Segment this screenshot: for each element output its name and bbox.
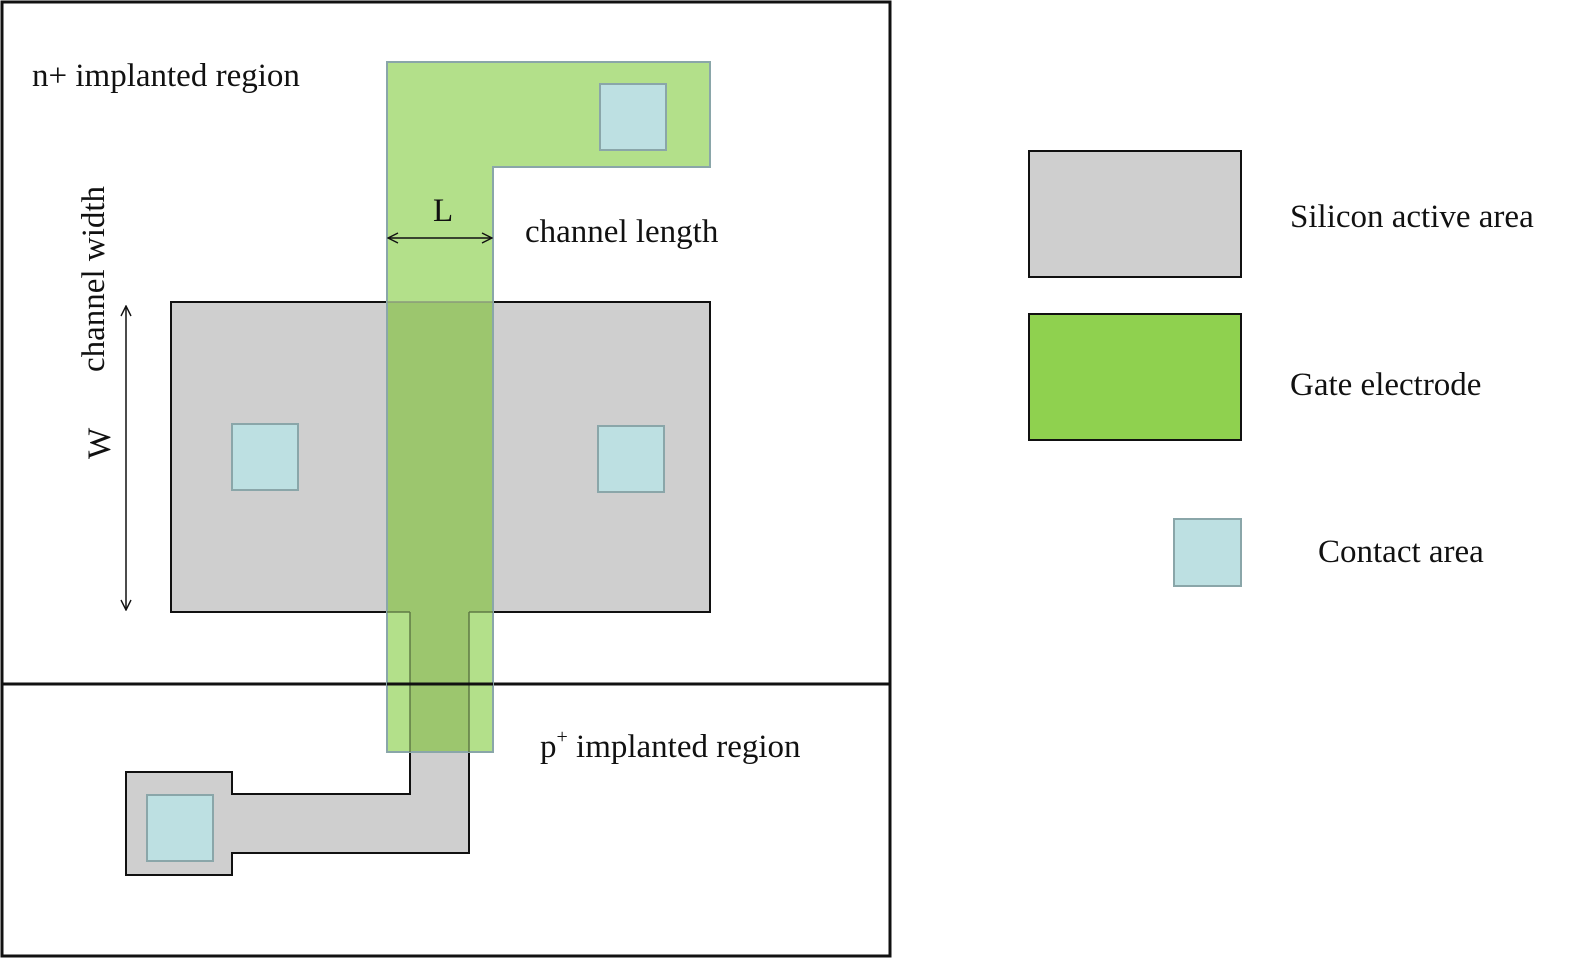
length-symbol: L xyxy=(433,193,453,229)
p-region-label-base: p xyxy=(540,729,557,765)
gate-outline xyxy=(386,61,711,753)
contact-gate xyxy=(599,83,667,151)
gate-channel-overlap xyxy=(387,302,493,612)
legend: Silicon active area Gate electrode Conta… xyxy=(1028,150,1534,587)
legend-label-gate-electrode: Gate electrode xyxy=(1290,367,1481,403)
legend-swatch-contact xyxy=(1173,518,1242,587)
channel-width-label: channel width xyxy=(76,185,112,372)
legend-label-silicon-active: Silicon active area xyxy=(1290,199,1534,235)
p-region-label: p+ implanted region xyxy=(540,726,801,765)
legend-label-contact: Contact area xyxy=(1318,534,1484,570)
contact-source xyxy=(231,423,299,491)
legend-swatch-silicon-active xyxy=(1028,150,1242,278)
contact-drain xyxy=(597,425,665,493)
legend-swatch-gate-electrode xyxy=(1028,313,1242,441)
width-symbol: W xyxy=(82,427,118,459)
p-region-label-sup: + xyxy=(557,726,568,748)
n-region-label: n+ implanted region xyxy=(32,58,300,94)
p-region-label-rest: implanted region xyxy=(568,729,801,765)
channel-length-label: channel length xyxy=(525,214,719,250)
contact-body xyxy=(146,794,214,862)
gate-extension-overlap xyxy=(410,612,469,752)
